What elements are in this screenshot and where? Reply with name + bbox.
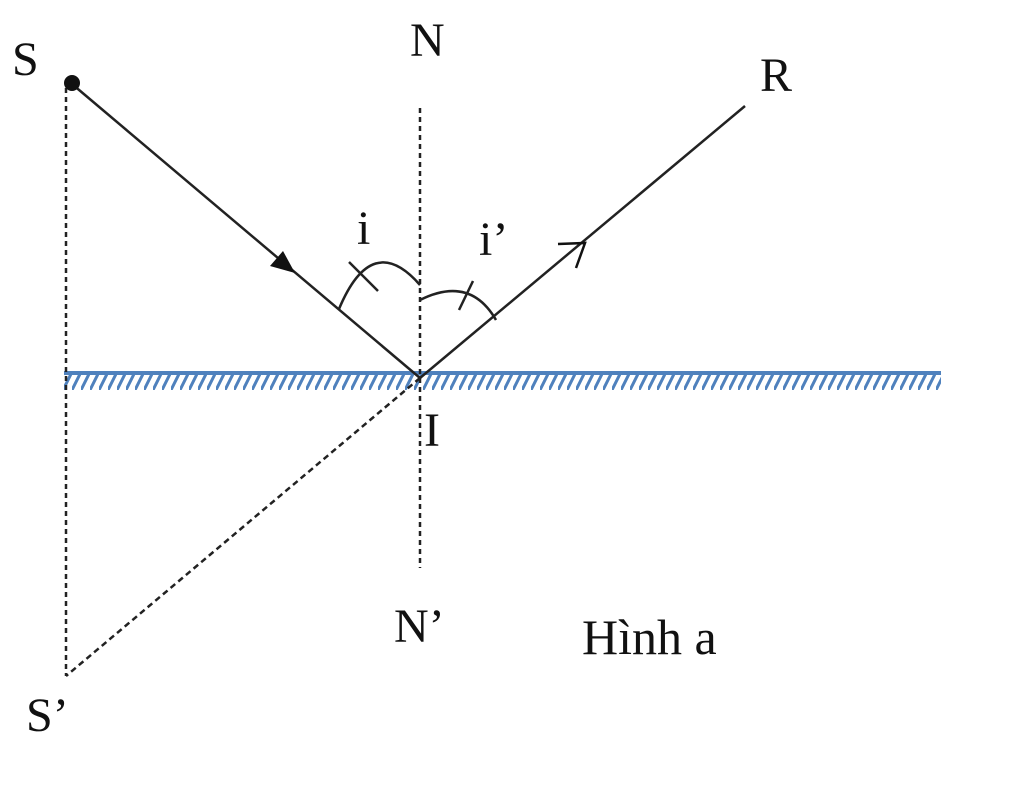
reflection-angle-arc [419,289,498,321]
figure-caption: Hình a [582,609,717,665]
incidence-angle-arc [337,261,421,310]
incidence-angle-tick [348,261,379,292]
label-incidence-point: I [424,404,440,457]
label-reflected-end: R [760,49,792,102]
mirror-hatching [64,372,941,390]
incident-ray [71,83,421,379]
label-image: S’ [26,689,69,742]
virtual-ray-line [65,377,421,677]
label-normal-top: N [410,14,445,67]
incident-arrowhead [270,251,295,273]
reflected-arrowhead [557,241,587,269]
mirror [64,371,941,390]
label-source: S [12,33,39,86]
label-incidence-angle: i [357,202,370,255]
label-normal-bottom: N’ [394,600,445,653]
source-point [64,75,80,91]
reflection-angle-tick [457,280,475,311]
label-reflection-angle: i’ [479,213,508,266]
